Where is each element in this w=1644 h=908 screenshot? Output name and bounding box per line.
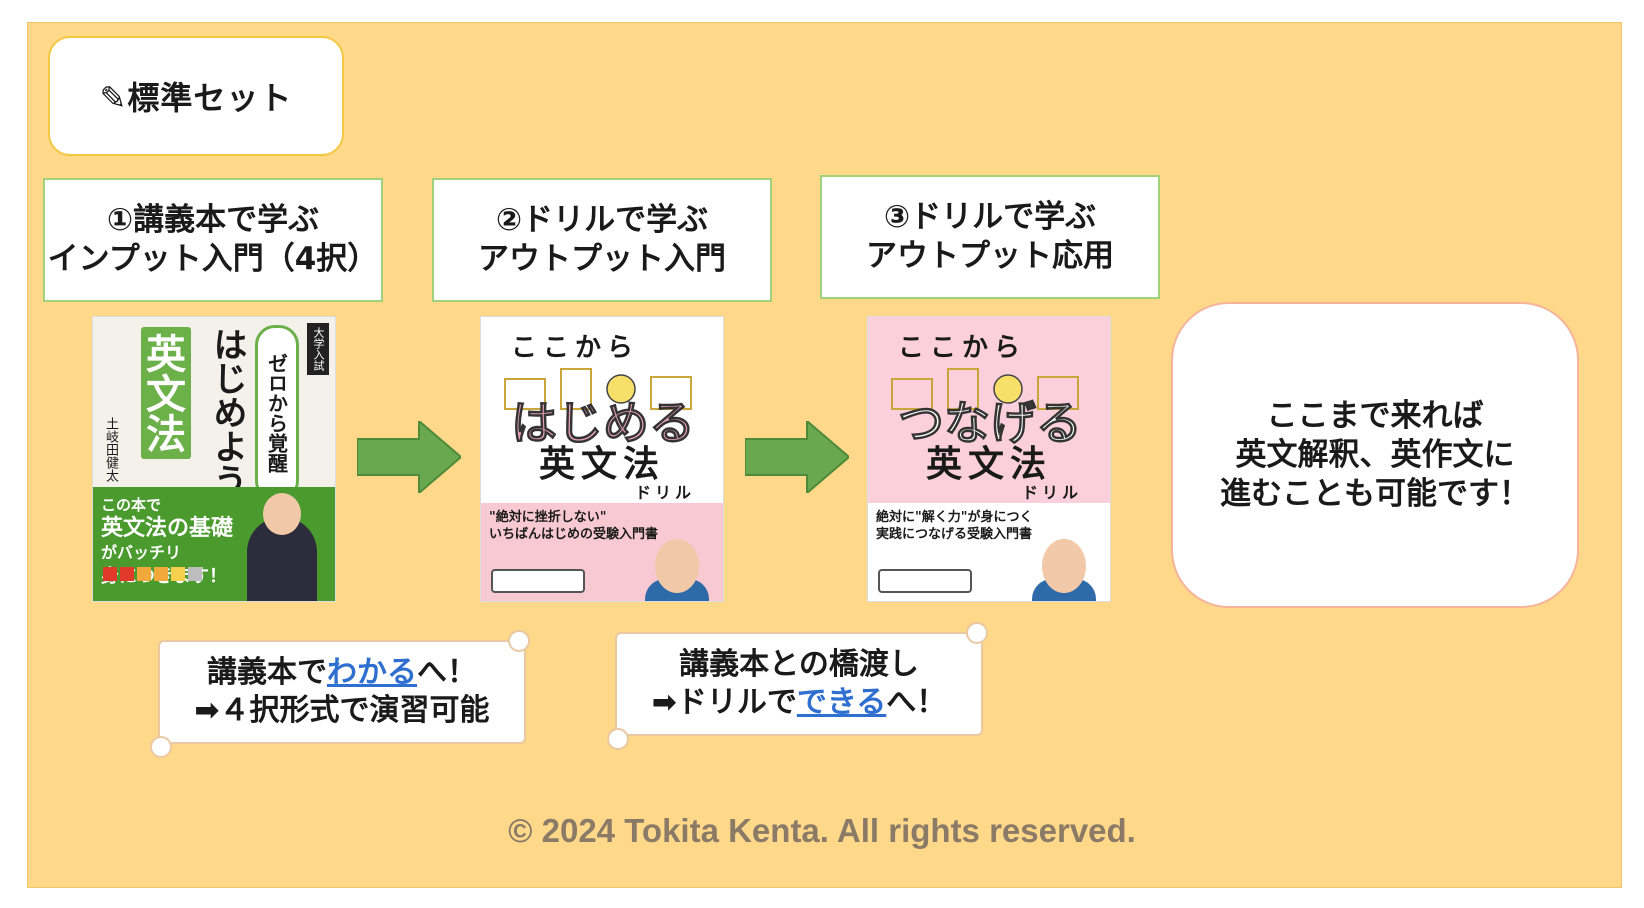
note-2-line2: ➡ドリルでできるへ！ [652,684,947,722]
step-3-line1: ③ドリルで学ぶ [883,199,1097,235]
book-1-title-badge: ゼロから覚醒 [255,325,299,501]
note-1-prefix: 講義本で [207,655,327,690]
book-3-badge [878,569,972,593]
book-3-series: ここから [898,333,1027,363]
step-2-header: ②ドリルで学ぶ アウトプット入門 [432,178,772,302]
note-1-link[interactable]: わかる [327,655,417,690]
note-1-line2: ➡４択形式で演習可能 [194,693,490,728]
note-2-link[interactable]: できる [796,685,887,720]
step-2-line2: アウトプット入門 [478,241,726,277]
book-1-tag: 大学入試 [307,323,329,375]
note-1-line1: 講義本でわかるへ！ [207,654,477,692]
book-3-title-big: つなげる [898,396,1083,451]
note-2-line1: 講義本との橋渡し [679,647,919,682]
book-3-title-main: 英文法 [925,444,1052,485]
book-1-author-face [263,493,301,535]
book-2-catch-2: いちばんはじめの受験入門書 [489,527,659,542]
book-1-band-2: 英文法の基礎 [101,516,234,541]
book-3-illustration [891,368,1079,410]
book-3-catch: 絶対に"解く力"が身につく 実践につなげる受験入門書 [876,509,1033,543]
book-2-title-small: ドリル [634,483,695,502]
copyright-text: © 2024 Tokita Kenta. All rights reserved… [508,812,1136,849]
scroll-curl-icon [966,622,988,644]
book-1-level-bars [103,567,202,581]
note-scroll-1: 講義本でわかるへ！ ➡４択形式で演習可能 [158,640,526,744]
scroll-curl-icon [150,736,172,758]
book-1-title-sub: はじめよう [207,327,247,497]
book-2-catch: "絶対に挫折しない" いちばんはじめの受験入門書 [489,509,658,543]
book-2-title-big: はじめる [511,396,696,451]
goal-line2: 英文解釈、英作文に [1235,436,1515,473]
note-2-prefix: ➡ドリルで [651,685,797,720]
book-2-catch-1: "絶対に挫折しない" [489,510,607,525]
book-3-author-face [1042,539,1086,593]
book-cover-1: 大学入試 英文法 はじめよう ゼロから覚醒 土岐田健太 この本で 英文法の基礎 … [92,316,336,602]
book-1-band-3: がバッチリ [101,543,182,562]
goal-line3: 進むことも可能です！ [1220,475,1530,512]
book-2-illustration [504,368,692,410]
book-3-catch-2: 実践につなげる受験入門書 [876,527,1033,542]
scroll-curl-icon [607,728,629,750]
step-3-line2: アウトプット応用 [866,238,1114,274]
book-1-title-main: 英文法 [139,327,191,459]
book-2-title-main: 英文法 [538,444,665,485]
book-1-author: 土岐田健太 [103,417,118,482]
book-3-title-small: ドリル [1021,483,1082,502]
goal-callout: ここまで来れば 英文解釈、英作文に 進むことも可能です！ [1171,302,1579,608]
book-2-series: ここから [511,333,640,363]
note-1-suffix: へ！ [417,655,477,690]
scroll-curl-icon [508,630,530,652]
book-cover-3: ここから つなげる 英文法 ドリル 絶対に"解く力"が身につく 実践につなげる受… [867,316,1111,602]
book-2-badge [491,569,585,593]
goal-line1: ここまで来れば [1266,397,1484,434]
book-1-band-1: この本で [101,496,162,514]
step-3-header: ③ドリルで学ぶ アウトプット応用 [820,175,1160,299]
note-2-suffix: へ！ [886,685,947,720]
book-3-catch-1: 絶対に"解く力"が身につく [876,510,1033,525]
book-cover-2: ここから はじめる 英文法 ドリル "絶対に挫折しない" いちばんはじめの受験入… [480,316,724,602]
step-1-line1: ①講義本で学ぶ [106,202,320,238]
step-2-line1: ②ドリルで学ぶ [495,202,709,238]
arrow-right-icon [357,421,461,493]
arrow-right-icon [745,421,849,493]
book-2-author-face [655,539,699,593]
step-1-line2: インプット入門（4択） [47,241,379,277]
set-label-text: ✎標準セット [99,79,293,117]
step-1-header: ①講義本で学ぶ インプット入門（4択） [43,178,383,302]
set-label: ✎標準セット [48,36,344,156]
note-scroll-2: 講義本との橋渡し ➡ドリルでできるへ！ [615,632,983,736]
